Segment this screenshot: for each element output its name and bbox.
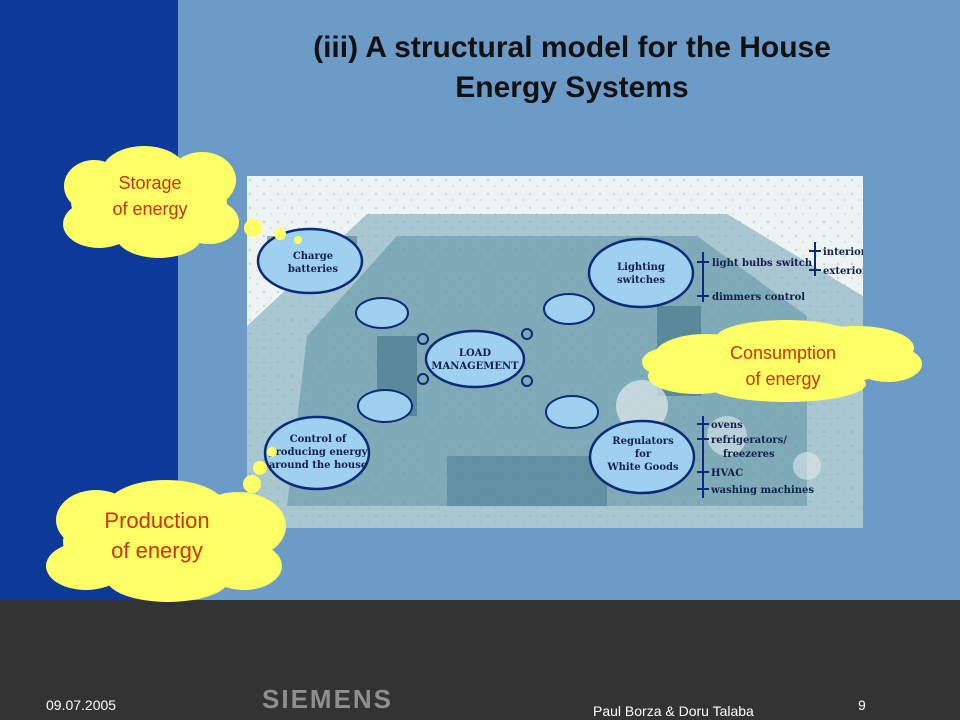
control-line-2: producing energy (269, 447, 369, 458)
production-thought-bubbles (243, 447, 277, 493)
title-line-2: Energy Systems (455, 71, 689, 104)
production-cloud (46, 480, 286, 602)
lighting-line-2: switches (617, 275, 665, 286)
link-node (543, 293, 595, 325)
consumption-cloud (642, 320, 922, 402)
link-node (357, 389, 413, 423)
control-line-1: Control of (290, 434, 347, 445)
exterior-label: exterior (823, 266, 863, 277)
dimmers-label: dimmers control (712, 292, 805, 303)
load-management-node: LOAD MANAGEMENT (424, 329, 526, 389)
footer-date: 09.07.2005 (46, 697, 117, 713)
regulators-line-1: Regulators (612, 436, 674, 447)
connector-dot (521, 375, 533, 387)
connector-dot (417, 333, 429, 345)
regulators-line-2: for (635, 449, 652, 460)
production-line-2: of energy (111, 538, 203, 563)
lighting-line-1: Lighting (617, 262, 665, 273)
refrigerators-label: refrigerators/ (711, 435, 787, 446)
light-bulbs-label: light bulbs switch (712, 258, 813, 269)
freezeres-label: freezeres (723, 449, 775, 460)
title-line-1: (iii) A structural model for the House (313, 31, 831, 64)
consumption-line-2: of energy (745, 369, 821, 389)
storage-cloud (63, 146, 239, 258)
production-line-1: Production (104, 508, 210, 533)
load-management-line-2: MANAGEMENT (431, 361, 519, 372)
connector-dot (521, 328, 533, 340)
board-chip (447, 456, 607, 506)
link-node (545, 395, 599, 429)
consumption-label: Consumption of energy (688, 340, 878, 392)
load-management-line-1: LOAD (459, 348, 492, 359)
regulators-node: Regulators for White Goods (588, 419, 696, 495)
connector-dot (417, 373, 429, 385)
washing-machines-label: washing machines (710, 485, 814, 496)
charge-batteries-node: Charge batteries (256, 227, 364, 295)
control-line-3: around the house (269, 460, 367, 471)
lighting-items-tree (697, 242, 821, 302)
regulator-items-tree (697, 416, 709, 498)
storage-line-2: of energy (112, 199, 188, 219)
siemens-logo: SIEMENS (262, 684, 394, 714)
lighting-switches-node: Lighting switches (587, 237, 695, 309)
production-label: Production of energy (72, 506, 242, 566)
interior-label: interior (823, 247, 863, 258)
board-screw (616, 380, 668, 432)
consumption-line-1: Consumption (729, 343, 837, 363)
charge-line-1: Charge (293, 251, 333, 262)
ovens-label: ovens (711, 420, 743, 431)
storage-label: Storage of energy (70, 170, 230, 222)
storage-line-1: Storage (118, 173, 182, 193)
link-node (355, 297, 409, 329)
footer-author: Paul Borza & Doru Talaba (593, 703, 754, 719)
page-number: 9 (858, 697, 866, 713)
circuit-board (247, 214, 863, 528)
footer-bar (0, 600, 960, 720)
charge-line-2: batteries (288, 264, 339, 275)
slide-title: (iii) A structural model for the House E… (232, 28, 912, 108)
board-screw (793, 452, 821, 480)
storage-thought-bubbles (244, 219, 302, 244)
board-screw (707, 416, 747, 456)
control-producing-node: Control of producing energy around the h… (263, 415, 371, 491)
hvac-label: HVAC (711, 468, 743, 479)
regulators-line-3: White Goods (606, 462, 679, 473)
